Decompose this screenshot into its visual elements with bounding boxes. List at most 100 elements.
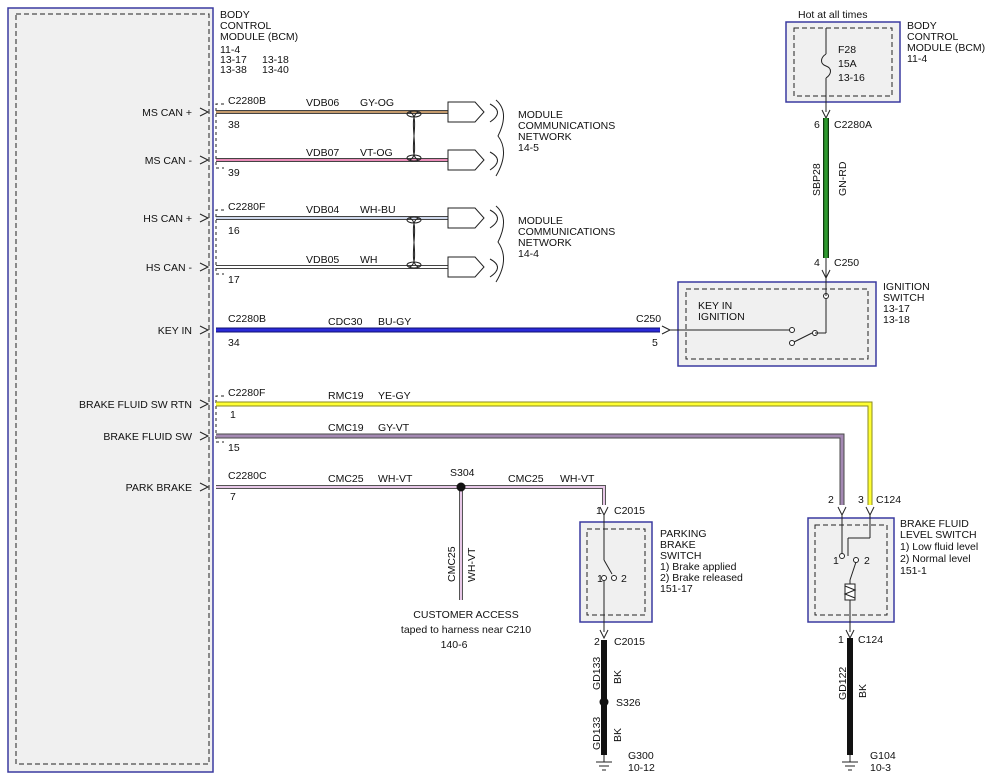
color-sbp28: GN-RD — [837, 161, 849, 196]
ms-network-line-3: NETWORK — [518, 131, 572, 143]
fuse-module-title-line-2: CONTROL — [907, 31, 958, 43]
connector-park-switch-top: C2015 — [614, 505, 645, 517]
bcm-ref-5: 13-40 — [262, 64, 289, 76]
fluid-switch-state-2: 2) Normal level — [900, 553, 971, 565]
customer-access-title: CUSTOMER ACCESS — [413, 609, 518, 621]
fuse-id: F28 — [838, 44, 856, 56]
fluid-switch-title-2: LEVEL SWITCH — [900, 529, 977, 541]
park-switch-ref: 151-17 — [660, 583, 693, 595]
bcm-ref-1: 11-4 — [220, 44, 240, 56]
connector-key-in: C2280B — [228, 313, 266, 325]
signal-label-brake-fluid-sw-rtn: BRAKE FLUID SW RTN — [79, 399, 192, 411]
ground-g300-icon — [596, 755, 612, 771]
color-cmc25-2: WH-VT — [560, 473, 595, 485]
park-switch-box — [579, 521, 653, 623]
connector-fluid-switch-top: C124 — [876, 494, 901, 506]
circuit-cmc25-down: CMC25 — [446, 546, 458, 582]
pin-fuse-out: 6 — [814, 119, 820, 131]
pin-ignition-top: 4 — [814, 257, 820, 269]
fluid-switch-ref: 151-1 — [900, 565, 927, 577]
park-switch-pos-2: 2 — [621, 573, 627, 585]
connector-ignition-left: C250 — [636, 313, 661, 325]
circuit-key-in: CDC30 — [328, 316, 363, 328]
circuit-gd133-upper: GD133 — [591, 657, 603, 690]
fluid-switch-inner-border — [814, 524, 888, 616]
pin-fluid-switch-a: 2 — [828, 494, 834, 506]
circuit-ms-can-minus: VDB07 — [306, 147, 339, 159]
color-gd133-upper: BK — [612, 670, 624, 684]
park-switch-inner-border — [586, 528, 646, 616]
pin-fluid-switch-b: 3 — [858, 494, 864, 506]
circuit-hs-can-minus: VDB05 — [306, 254, 339, 266]
connector-brackets — [215, 103, 224, 443]
color-hs-can-plus: WH-BU — [360, 204, 396, 216]
pin-key-in: 34 — [228, 337, 240, 349]
pin-arrows-fluid-switch-top — [837, 506, 875, 517]
hot-at-all-times: Hot at all times — [798, 9, 867, 21]
pin-fluid-switch-bottom: 1 — [838, 634, 844, 646]
circuit-hs-can-plus: VDB04 — [306, 204, 339, 216]
ms-network-ref: 14-5 — [518, 142, 539, 154]
ignition-key-line-2: IGNITION — [698, 311, 745, 323]
ignition-switch-contacts — [670, 293, 829, 346]
bcm-module-box — [7, 7, 214, 773]
wire-cmc25 — [216, 486, 605, 505]
signal-label-ms-can-plus: MS CAN + — [142, 107, 192, 119]
ignition-switch-inner-border — [685, 288, 869, 360]
color-brake-fluid-sw-rtn: YE-GY — [378, 390, 411, 402]
color-ms-can-plus: GY-OG — [360, 97, 394, 109]
fluid-switch-contacts — [839, 515, 871, 632]
connector-ignition-top: C250 — [834, 257, 859, 269]
circuit-brake-fluid-sw-rtn: RMC19 — [328, 390, 364, 402]
park-switch-pos-1: 1 — [597, 573, 603, 585]
park-switch-state-1: 1) Brake applied — [660, 561, 737, 573]
pin-brake-fluid-sw-rtn: 1 — [230, 409, 236, 421]
color-key-in: BU-GY — [378, 316, 411, 328]
fluid-switch-state-1: 1) Low fluid level — [900, 541, 978, 553]
customer-access-note: taped to harness near C210 — [401, 624, 531, 636]
ground-g300-ref: 10-12 — [628, 762, 655, 774]
color-brake-fluid-sw: GY-VT — [378, 422, 410, 434]
pin-hs-can-plus: 16 — [228, 225, 240, 237]
fuse-module-ref: 11-4 — [907, 53, 927, 65]
ground-g104-icon — [842, 755, 858, 771]
fluid-switch-title-1: BRAKE FLUID — [900, 518, 969, 530]
brace-hs-network — [495, 205, 504, 283]
pin-arrow-park-switch-bottom — [599, 629, 609, 640]
circuit-sbp28: SBP28 — [811, 163, 823, 196]
wire-rmc19 — [216, 402, 872, 505]
connector-brake-fluid: C2280F — [228, 387, 265, 399]
pin-arrow-ignition-left — [661, 325, 672, 335]
ground-g104-label: G104 — [870, 750, 896, 762]
color-park-brake: WH-VT — [378, 473, 413, 485]
bcm-title-line-1: BODY — [220, 9, 250, 21]
hs-network-line-1: MODULE — [518, 215, 563, 227]
splice-s304-label: S304 — [450, 467, 475, 479]
color-gd122: BK — [857, 684, 869, 698]
splice-s304-dot — [456, 482, 466, 492]
signal-label-brake-fluid-sw: BRAKE FLUID SW — [103, 431, 192, 443]
signal-label-park-brake: PARK BRAKE — [126, 482, 192, 494]
circuit-cmc25-2: CMC25 — [508, 473, 544, 485]
pin-ignition-left: 5 — [652, 337, 658, 349]
fuse-amps: 15A — [838, 58, 857, 70]
bcm-title-line-3: MODULE (BCM) — [220, 31, 298, 43]
park-switch-title-1: PARKING — [660, 528, 706, 540]
fuse-symbol — [821, 28, 831, 112]
circuit-gd122: GD122 — [837, 667, 849, 700]
wire-rmc19-outline — [216, 401, 873, 505]
fuse-module-title-line-1: BODY — [907, 20, 937, 32]
plug-ms-can-plus — [447, 101, 485, 123]
brace-ms-network — [495, 99, 504, 177]
fuse-module-inner-border — [793, 27, 893, 97]
ground-g300-label: G300 — [628, 750, 654, 762]
fuse-ref: 13-16 — [838, 72, 865, 84]
color-ms-can-minus: VT-OG — [360, 147, 393, 159]
circuit-park-brake: CMC25 — [328, 473, 364, 485]
bcm-ref-2: 13-17 — [220, 54, 247, 66]
park-switch-title-3: SWITCH — [660, 550, 701, 562]
signal-label-hs-can-minus: HS CAN - — [146, 262, 193, 274]
pin-brake-fluid-sw: 15 — [228, 442, 240, 454]
ms-network-line-2: COMMUNICATIONS — [518, 120, 615, 132]
